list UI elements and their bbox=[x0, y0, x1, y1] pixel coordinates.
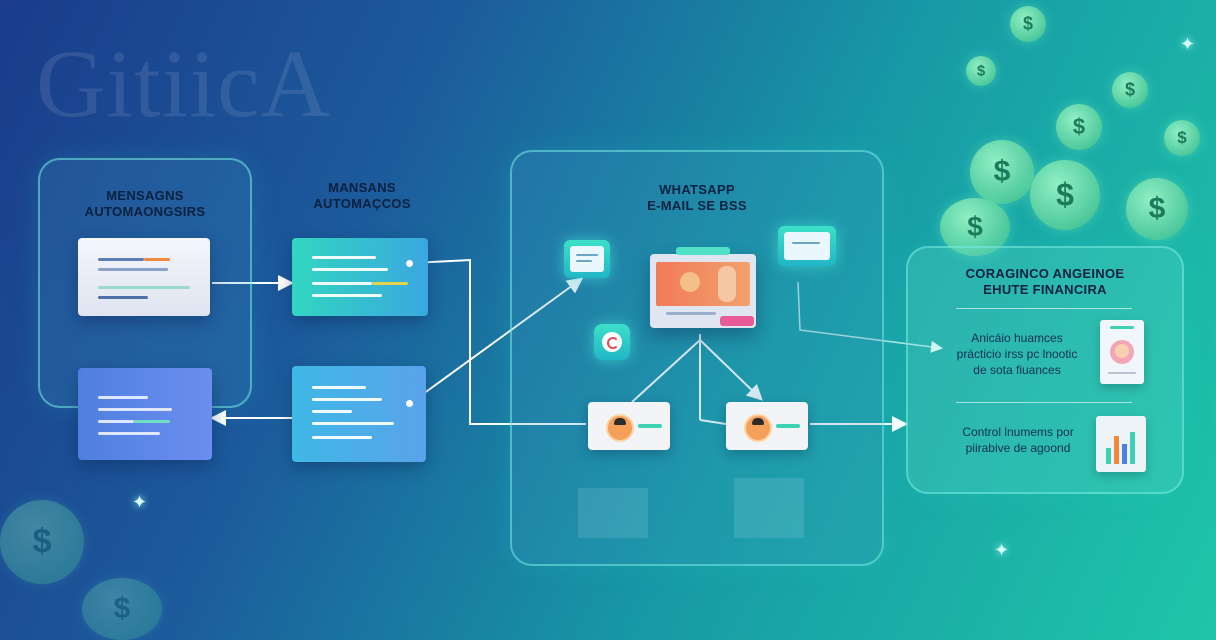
contact-card[interactable] bbox=[726, 402, 808, 450]
automation-card[interactable] bbox=[292, 238, 428, 316]
divider bbox=[956, 402, 1132, 403]
brand-watermark: GitiicA bbox=[36, 30, 331, 137]
panel-title-line1: CORAGINCO ANGEINOE bbox=[965, 266, 1125, 281]
sparkle-icon: ✦ bbox=[1180, 34, 1196, 54]
whatsapp-email-panel: WHATSAPP E-MAIL SE BSS bbox=[510, 150, 884, 566]
faded-placeholder bbox=[578, 488, 648, 538]
panel-title-line1: WHATSAPP bbox=[659, 182, 735, 197]
message-icon[interactable] bbox=[564, 240, 610, 278]
profile-card-illustration bbox=[1100, 320, 1144, 384]
monitor-illustration bbox=[650, 247, 756, 328]
message-card[interactable] bbox=[78, 238, 210, 316]
divider bbox=[956, 308, 1132, 309]
middle-title-line2: AUTOMAÇCOS bbox=[313, 196, 411, 211]
bar-chart-icon bbox=[1096, 416, 1146, 472]
panel-title-line2: E-MAIL SE BSS bbox=[647, 198, 747, 213]
automation-card[interactable] bbox=[292, 366, 426, 462]
message-icon[interactable] bbox=[778, 226, 836, 266]
sparkle-icon: ✦ bbox=[132, 492, 148, 512]
middle-title-line1: MANSANS bbox=[328, 180, 396, 195]
financial-row-text: Control lnumems por piirabive de agoond bbox=[962, 425, 1074, 455]
message-card[interactable] bbox=[78, 368, 212, 460]
panel-title-line1: MENSAGNS bbox=[106, 188, 184, 203]
faded-placeholder bbox=[734, 478, 804, 538]
panel-title-line2: EHUTE FINANCIRA bbox=[983, 282, 1107, 297]
phone-icon[interactable] bbox=[594, 324, 630, 360]
sparkle-icon: ✦ bbox=[994, 540, 1010, 560]
contact-card[interactable] bbox=[588, 402, 670, 450]
financial-row-text: Anicáio huamces prácticio irss pc lnooti… bbox=[956, 331, 1078, 377]
panel-title-line2: AUTOMAONGSIRS bbox=[84, 204, 206, 219]
financial-panel: CORAGINCO ANGEINOE EHUTE FINANCIRA Anicá… bbox=[906, 246, 1184, 494]
avatar bbox=[744, 414, 772, 442]
avatar bbox=[606, 414, 634, 442]
